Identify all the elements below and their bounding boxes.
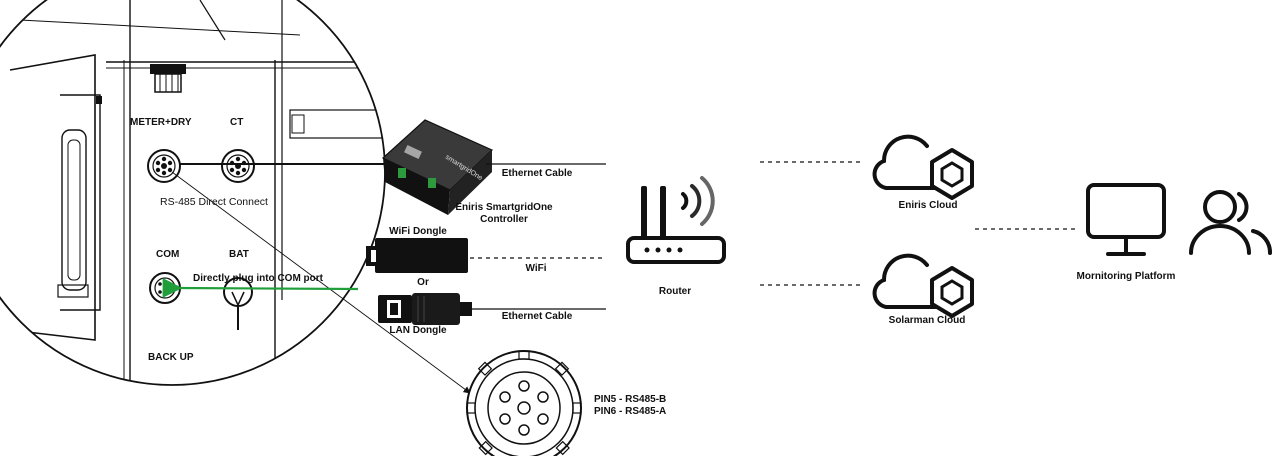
rs485-label: RS-485 Direct Connect xyxy=(160,196,268,208)
ct-port-label: CT xyxy=(230,117,244,128)
com-port xyxy=(149,272,181,304)
controller-name-line1: Eniris SmartgridOne xyxy=(455,202,553,213)
lan-dongle-label: LAN Dongle xyxy=(389,325,447,336)
platform-label: Mornitoring Platform xyxy=(1076,271,1176,282)
com-port-label: COM xyxy=(156,249,180,260)
smartgridone-device: smartgridOne xyxy=(381,119,494,215)
pinout-arrow xyxy=(171,171,471,394)
ct-port xyxy=(221,149,255,183)
solarman-cloud-label: Solarman Cloud xyxy=(888,315,966,326)
meter-port xyxy=(147,149,181,183)
wifi-dongle-label: WiFi Dongle xyxy=(389,226,447,237)
com-plug-arrow xyxy=(162,278,359,298)
lan-dongle xyxy=(378,293,472,325)
monitor-icon xyxy=(1086,183,1166,256)
ethernet-top-label: Ethernet Cable xyxy=(501,168,573,179)
wifi-label: WiFi xyxy=(525,263,547,274)
router-label: Router xyxy=(658,286,692,297)
wifi-dongle xyxy=(366,238,468,273)
users-icon xyxy=(1189,190,1273,255)
solarman-cloud-icon xyxy=(872,253,974,318)
backup-label: BACK UP xyxy=(148,352,194,363)
or-label: Or xyxy=(417,277,429,288)
bat-port xyxy=(223,277,253,330)
controller-name-line2: Controller xyxy=(480,214,528,225)
connector-pinout-icon xyxy=(466,350,582,456)
meter-port-label: METER+DRY xyxy=(130,117,192,128)
ethernet-bottom-label: Ethernet Cable xyxy=(501,311,573,322)
eniris-cloud-label: Eniris Cloud xyxy=(898,200,958,211)
inverter-closeup xyxy=(0,0,386,386)
pinout-line1: PIN5 - RS485-B xyxy=(594,394,667,405)
pinout-line2: PIN6 - RS485-A xyxy=(594,406,667,417)
bat-port-label: BAT xyxy=(229,249,249,260)
eniris-cloud-icon xyxy=(872,134,974,200)
router-icon xyxy=(626,176,726,264)
com-plug-label: Directly plug into COM port xyxy=(193,273,323,284)
